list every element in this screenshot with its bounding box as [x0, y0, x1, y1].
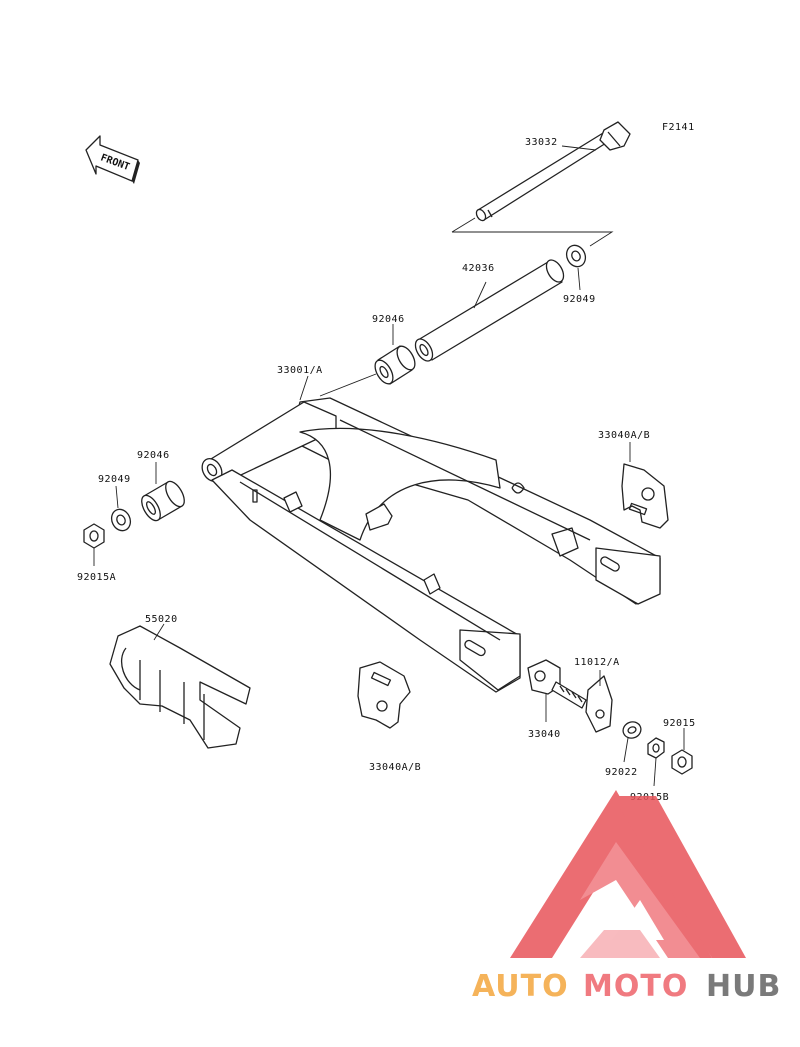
- chain-slider-55020: [109, 625, 251, 749]
- label-33032: 33032: [525, 137, 558, 148]
- nut-92015B: [647, 737, 665, 759]
- bearing-92046-top: [374, 345, 416, 385]
- pivot-bolt-33032: [475, 121, 631, 222]
- collar-92049-top: [565, 244, 587, 268]
- watermark-hub: HUB: [706, 969, 781, 1004]
- label-92046-left: 92046: [137, 450, 170, 461]
- collar-92049-left: [110, 508, 132, 532]
- label-11012A: 11012/A: [574, 657, 620, 668]
- label-92022: 92022: [605, 767, 638, 778]
- label-92049-left: 92049: [98, 474, 131, 485]
- swingarm-33001: [201, 397, 661, 693]
- adjuster-plate-33040AB-bottom: [357, 661, 411, 729]
- washer-92022: [622, 721, 642, 739]
- adjuster-block-11012: [585, 675, 613, 733]
- label-33040: 33040: [528, 729, 561, 740]
- chain-adjuster-33040: [527, 659, 587, 709]
- nut-92015: [671, 749, 693, 775]
- watermark-logo: [510, 790, 746, 958]
- label-42036: 42036: [462, 263, 495, 274]
- bearing-92046-left: [141, 480, 185, 522]
- watermark-text: AUTO MOTO HUB: [472, 969, 781, 1004]
- figure-code: F2141: [662, 122, 695, 133]
- label-55020: 55020: [145, 614, 178, 625]
- label-92049-top: 92049: [563, 294, 596, 305]
- adjuster-plate-33040AB-right: [621, 463, 669, 529]
- label-33040AB-bottom: 33040A/B: [369, 762, 421, 773]
- watermark-moto: MOTO: [583, 969, 688, 1004]
- axis-line: [451, 217, 476, 233]
- sleeve-42036: [414, 259, 565, 362]
- front-arrow-icon: FRONT: [85, 135, 140, 184]
- watermark-auto: AUTO: [472, 969, 569, 1004]
- label-33040AB-right: 33040A/B: [598, 430, 650, 441]
- label-92015A: 92015A: [77, 572, 116, 583]
- nut-92015A: [83, 523, 105, 549]
- label-92046-top: 92046: [372, 314, 405, 325]
- label-33001A: 33001/A: [277, 365, 323, 376]
- label-92015: 92015: [663, 718, 696, 729]
